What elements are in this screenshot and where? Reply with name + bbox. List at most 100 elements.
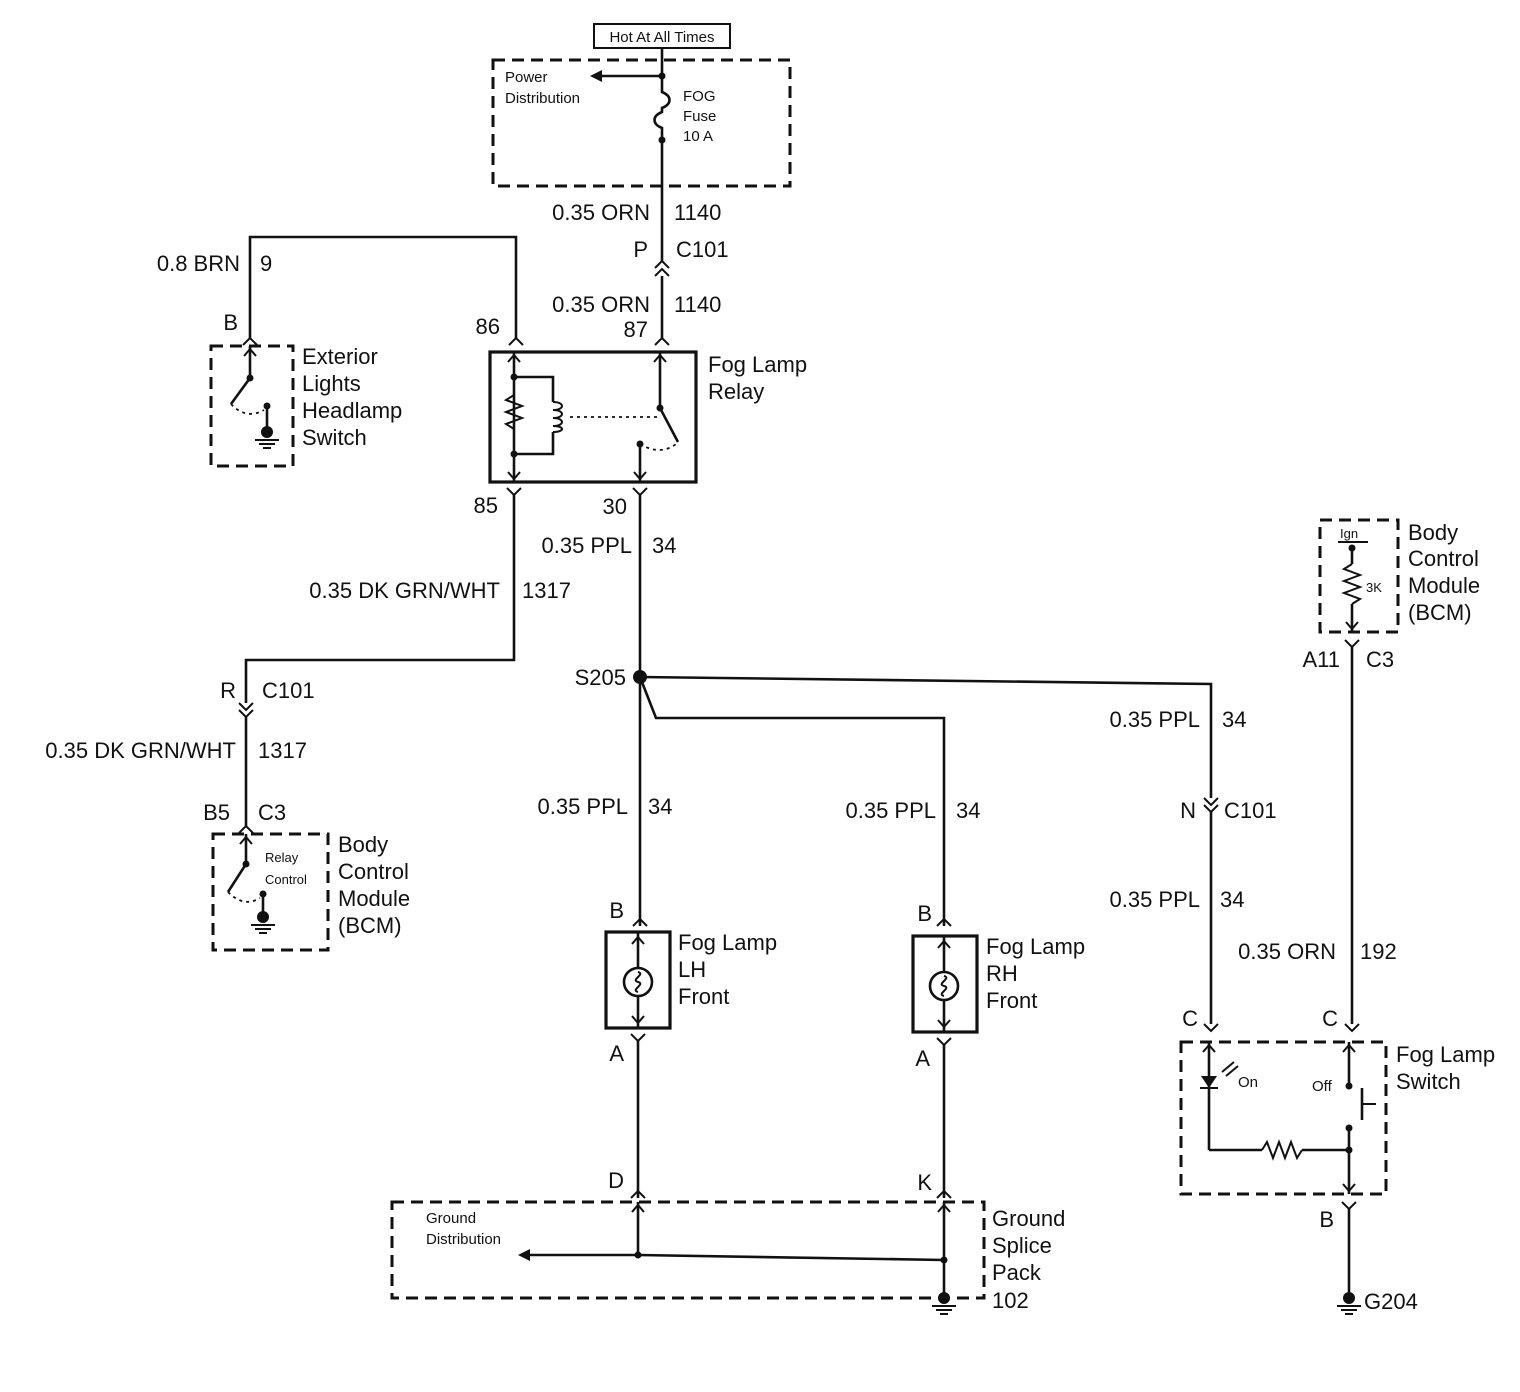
wire-1317-lower-circuit: 1317 bbox=[258, 738, 307, 763]
fog-lh-line3: Front bbox=[678, 984, 729, 1009]
fog-rh-line2: RH bbox=[986, 961, 1018, 986]
fog-switch-pin-b: B bbox=[1319, 1207, 1334, 1232]
bcm-left-line1: Body bbox=[338, 832, 388, 857]
ground-pack-pin-d: D bbox=[608, 1168, 624, 1193]
fuse-line1: FOG bbox=[683, 88, 716, 105]
hot-at-all-times-box: Hot At All Times bbox=[593, 23, 731, 49]
ground-pack-line2: Splice bbox=[992, 1233, 1052, 1258]
switch-blade-icon bbox=[229, 377, 252, 405]
bcm-right-line1: Body bbox=[1408, 520, 1458, 545]
bcm-right-resistor: 3K bbox=[1366, 580, 1382, 595]
wire-1317-lower-color: 0.35 DK GRN/WHT bbox=[45, 738, 236, 763]
wire-1140-lower-color: 0.35 ORN bbox=[552, 292, 650, 317]
wire-1140-upper-color: 0.35 ORN bbox=[552, 200, 650, 225]
headlamp-switch-line2: Lights bbox=[302, 371, 361, 396]
bcm-left-line4: (BCM) bbox=[338, 913, 402, 938]
wire-9-circuit: 9 bbox=[260, 251, 272, 276]
fuse-line2: Fuse bbox=[683, 108, 716, 125]
power-distribution-line1: Power bbox=[505, 69, 548, 86]
wire-1140-lower-circuit: 1140 bbox=[674, 292, 721, 317]
c101-n-connector: C101 bbox=[1224, 798, 1277, 823]
bcm-right-ign: Ign bbox=[1340, 526, 1358, 541]
connector-c101-n-icon bbox=[1203, 797, 1219, 814]
connector-c101-r-icon bbox=[238, 702, 254, 719]
ground-dist-line2: Distribution bbox=[426, 1231, 501, 1248]
bcm-left-line3: Module bbox=[338, 886, 410, 911]
headlamp-switch-pin: B bbox=[223, 310, 238, 335]
wire-192-color: 0.35 ORN bbox=[1238, 939, 1336, 964]
relay-pin-87: 87 bbox=[624, 317, 648, 342]
headlamp-switch-line1: Exterior bbox=[302, 344, 378, 369]
wire-34-right-upper-color: 0.35 PPL bbox=[1109, 707, 1200, 732]
c101-p-connector: C101 bbox=[676, 237, 729, 262]
bcm-left-box: Relay Control bbox=[211, 832, 330, 952]
ground-splice-pack-box: Ground Distribution bbox=[390, 1200, 986, 1315]
ground-dist-line1: Ground bbox=[426, 1210, 476, 1227]
coil-icon bbox=[552, 401, 563, 433]
relay-line2: Relay bbox=[708, 379, 764, 404]
resistor-icon bbox=[1341, 563, 1363, 605]
ground-pack-line3: Pack bbox=[992, 1260, 1042, 1285]
c101-n-pin: N bbox=[1180, 798, 1196, 823]
wire-1140-upper-circuit: 1140 bbox=[674, 200, 721, 225]
resistor-icon bbox=[503, 394, 525, 430]
wire-34-top-color: 0.35 PPL bbox=[541, 533, 632, 558]
arrow-left-icon bbox=[590, 70, 602, 82]
fog-rh-line1: Fog Lamp bbox=[986, 934, 1085, 959]
resistor-icon bbox=[1261, 1139, 1303, 1161]
wire-9-color: 0.8 BRN bbox=[157, 251, 240, 276]
bcm-right-connector: C3 bbox=[1366, 647, 1394, 672]
wire-34-right-upper-circuit: 34 bbox=[1222, 707, 1246, 732]
fog-lh-pin-a: A bbox=[609, 1041, 624, 1066]
hot-at-all-times-label: Hot At All Times bbox=[609, 29, 714, 46]
fog-rh-pin-b: B bbox=[917, 901, 932, 926]
switch-blade-icon bbox=[226, 863, 248, 893]
arrow-left-icon bbox=[518, 1249, 530, 1261]
bcm-left-pin: B5 bbox=[203, 800, 230, 825]
power-distribution-box: Power Distribution FOG Fuse 10 A bbox=[491, 58, 792, 188]
bcm-left-inner1: Relay bbox=[265, 850, 299, 865]
c101-p-pin: P bbox=[633, 237, 648, 262]
headlamp-switch-box bbox=[209, 344, 295, 468]
wire-34-rh-circuit: 34 bbox=[956, 798, 980, 823]
fog-lamp-relay-box bbox=[488, 350, 698, 484]
fog-lh-line1: Fog Lamp bbox=[678, 930, 777, 955]
bcm-left-connector: C3 bbox=[258, 800, 286, 825]
bcm-right-line4: (BCM) bbox=[1408, 600, 1472, 625]
fog-switch-pin-c-left: C bbox=[1182, 1006, 1198, 1031]
wire-34-top-circuit: 34 bbox=[652, 533, 676, 558]
bcm-right-box: Ign 3K bbox=[1318, 518, 1400, 634]
ground-icon bbox=[1337, 1292, 1361, 1315]
fog-lh-pin-b: B bbox=[609, 898, 624, 923]
ground-g204-label: G204 bbox=[1364, 1289, 1418, 1314]
bcm-right-pin: A11 bbox=[1302, 647, 1340, 672]
relay-line1: Fog Lamp bbox=[708, 352, 807, 377]
splice-s205-label: S205 bbox=[575, 665, 626, 690]
ground-icon bbox=[932, 1292, 956, 1315]
relay-pin-30: 30 bbox=[603, 494, 627, 519]
c101-r-pin: R bbox=[220, 678, 236, 703]
fuse-icon bbox=[653, 60, 671, 186]
ground-icon bbox=[255, 426, 279, 449]
wire-34-rh-color: 0.35 PPL bbox=[845, 798, 936, 823]
relay-pin-86: 86 bbox=[476, 314, 500, 339]
fog-switch-line2: Switch bbox=[1396, 1069, 1461, 1094]
headlamp-switch-line4: Switch bbox=[302, 425, 367, 450]
wire-34-lh-color: 0.35 PPL bbox=[537, 794, 628, 819]
relay-pin-85: 85 bbox=[474, 493, 498, 518]
fog-lamp-rh-box bbox=[911, 934, 979, 1034]
headlamp-switch-line3: Headlamp bbox=[302, 398, 402, 423]
ground-pack-line1: Ground bbox=[992, 1206, 1065, 1231]
led-icon bbox=[1201, 1076, 1217, 1088]
bcm-right-line3: Module bbox=[1408, 573, 1480, 598]
wire-1317-upper-color: 0.35 DK GRN/WHT bbox=[309, 578, 500, 603]
fog-switch-line1: Fog Lamp bbox=[1396, 1042, 1495, 1067]
wire-192-circuit: 192 bbox=[1360, 939, 1397, 964]
ground-pack-pin-k: K bbox=[917, 1170, 932, 1195]
wire-34-right-lower-color: 0.35 PPL bbox=[1109, 887, 1200, 912]
wire-34-lh-circuit: 34 bbox=[648, 794, 672, 819]
power-distribution-line2: Distribution bbox=[505, 90, 580, 107]
fog-lamp-lh-box bbox=[604, 930, 672, 1030]
bcm-right-line2: Control bbox=[1408, 546, 1479, 571]
bcm-left-line2: Control bbox=[338, 859, 409, 884]
